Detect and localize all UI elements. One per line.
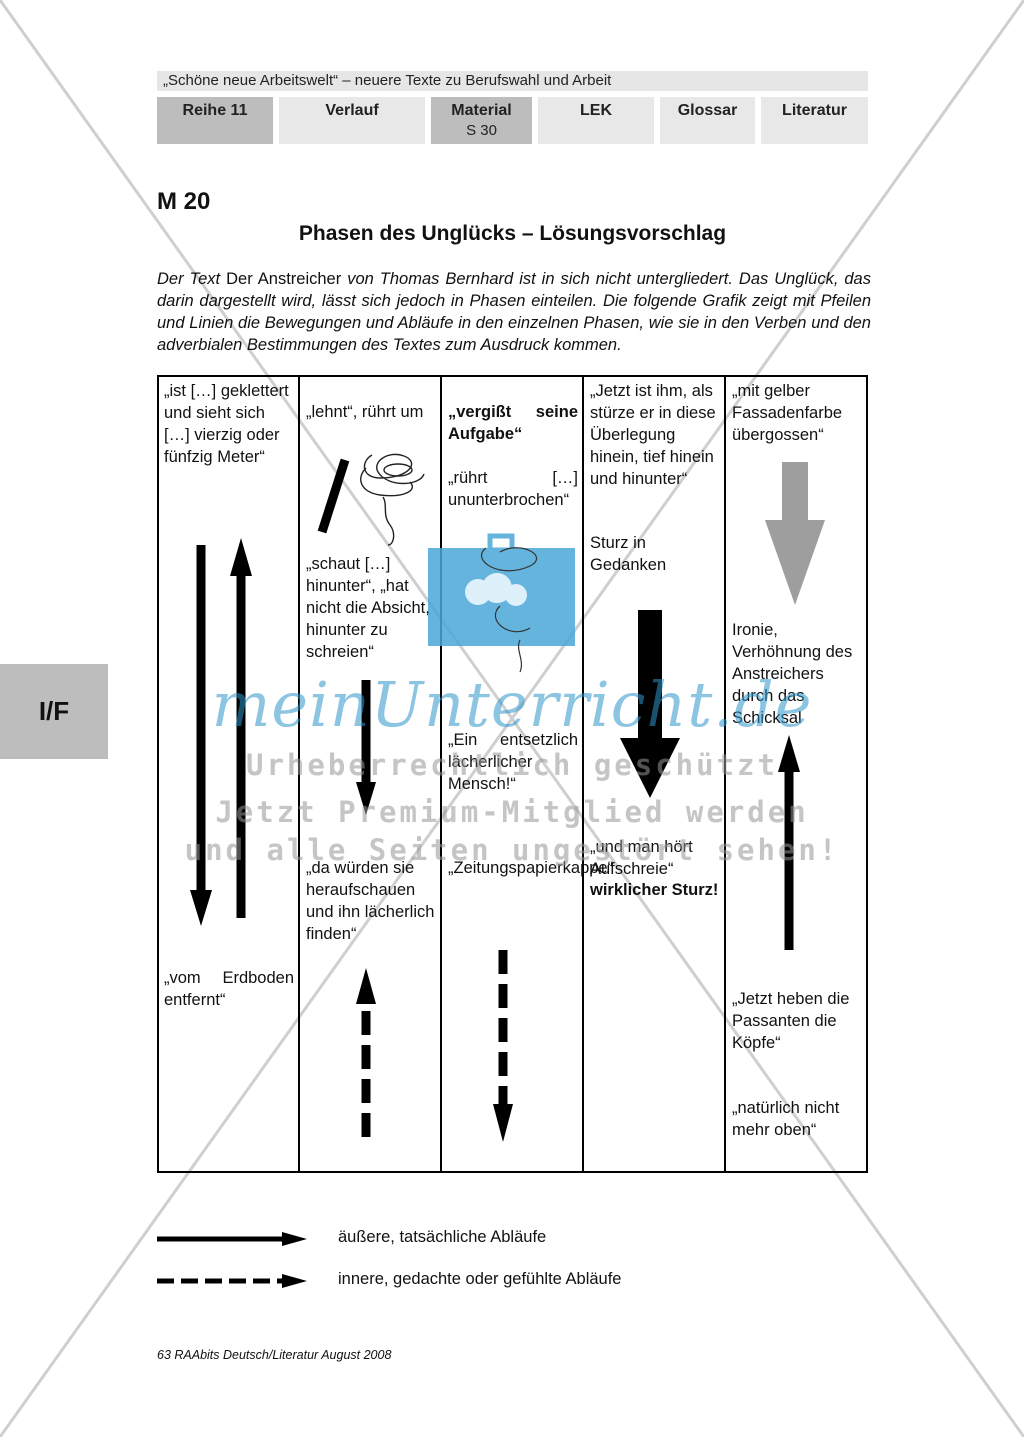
c4-quote-2: „und man hört Aufschreie“ <box>590 838 693 878</box>
tab-reihe-label: Reihe 11 <box>182 102 248 119</box>
c1-quote-bottom: „vom Erdboden entfernt“ <box>164 969 294 1009</box>
intro-text-1: Der Text <box>157 270 227 288</box>
series-title: „Schöne neue Arbeitswelt“ – neuere Texte… <box>157 71 868 91</box>
watermark-logo: meinUnterricht.de <box>211 668 813 741</box>
watermark-case-icon <box>428 533 575 646</box>
legend-solid-arrow <box>157 1232 307 1246</box>
tab-material[interactable]: Material S 30 <box>431 97 532 144</box>
c1-up-arrow <box>230 538 252 918</box>
c4-down-arrow <box>620 610 680 798</box>
c2-quote-1: „lehnt“, rührt um <box>306 403 424 421</box>
c1-down-arrow <box>190 545 212 926</box>
c3-dashed-down-arrow <box>493 950 513 1142</box>
tab-verlauf-label: Verlauf <box>325 102 379 119</box>
c1-quote-top: „ist […] geklettert und sieht sich […] v… <box>164 382 289 466</box>
tab-verlauf[interactable]: Verlauf <box>279 97 425 144</box>
c3-quote-3: „Ein entsetzlich lächerlicher Mensch!“ <box>448 731 578 793</box>
legend-dashed-arrow <box>157 1274 307 1288</box>
tab-lek-label: LEK <box>580 102 612 119</box>
material-code: M 20 <box>157 188 211 215</box>
c5-quote-1: „mit gelber Fassadenfarbe übergossen“ <box>732 382 843 444</box>
column-divider <box>298 375 300 1173</box>
footer-source: 63 RAAbits Deutsch/Literatur August 2008 <box>157 1348 392 1362</box>
c3-quote-2: „rührt […] ununterbrochen“ <box>448 469 578 509</box>
watermark-line-3: und alle Seiten ungestört sehen! <box>184 833 840 867</box>
c3-quote-4: „Zeitungspapierkappe“ <box>448 859 614 877</box>
intro-text-2: von Thomas Bernhard ist in sich nicht un… <box>157 270 871 354</box>
tab-literatur[interactable]: Literatur <box>761 97 868 144</box>
intro-paragraph: Der Text Der Anstreicher von Thomas Bern… <box>157 268 871 356</box>
tab-glossar-label: Glossar <box>677 102 738 119</box>
c4-note-1: Sturz in Gedanken <box>590 534 667 574</box>
c5-quote-2: „Jetzt heben die Passanten die Köpfe“ <box>732 990 850 1052</box>
column-divider <box>582 375 584 1173</box>
brush-stick-icon <box>317 458 350 534</box>
column-divider <box>724 375 726 1173</box>
c3-quote-1: „vergißt seine Aufgabe“ <box>448 403 578 443</box>
tab-glossar[interactable]: Glossar <box>660 97 755 144</box>
tab-lek[interactable]: LEK <box>538 97 654 144</box>
c5-note-1: Ironie, Verhöhnung des Anstreichers durc… <box>732 621 853 727</box>
phases-table <box>157 375 868 1173</box>
legend-solid-label: äußere, tatsächliche Abläufe <box>338 1228 547 1246</box>
watermark-line-2: Jetzt Premium-Mitglied werden <box>215 795 809 829</box>
c5-gray-down-arrow <box>765 462 825 605</box>
stirring-swirl-icon <box>360 453 425 546</box>
tab-reihe[interactable]: Reihe 11 <box>157 97 273 144</box>
column-divider <box>440 375 442 1173</box>
c2-down-arrow <box>356 680 376 815</box>
c2-dashed-up-arrow <box>356 968 376 1137</box>
side-tab: I/F <box>0 664 108 759</box>
tab-material-label: Material <box>451 102 512 119</box>
c3-swirl-icon <box>480 547 538 673</box>
tab-literatur-label: Literatur <box>782 102 847 119</box>
legend-dashed-label: innere, gedachte oder gefühlte Abläufe <box>338 1270 622 1288</box>
c2-quote-2: „schaut […] hinunter“, „hat nicht die Ab… <box>306 555 430 661</box>
page-title: Phasen des Unglücks – Lösungsvorschlag <box>298 222 727 245</box>
c4-quote-1: „Jetzt ist ihm, als stürze er in diese Ü… <box>590 382 716 488</box>
c5-up-arrow <box>778 735 800 950</box>
c2-quote-3: „da würden sie heraufschauen und ihn läc… <box>306 859 435 943</box>
c5-quote-3: „natürlich nicht mehr oben“ <box>732 1099 840 1139</box>
c4-note-2: wirklicher Sturz! <box>590 881 719 899</box>
tab-material-page: S 30 <box>466 122 497 139</box>
watermark-line-1: Urheberrechtlich geschützt <box>246 748 778 782</box>
intro-work-title: Der Anstreicher <box>226 270 342 288</box>
